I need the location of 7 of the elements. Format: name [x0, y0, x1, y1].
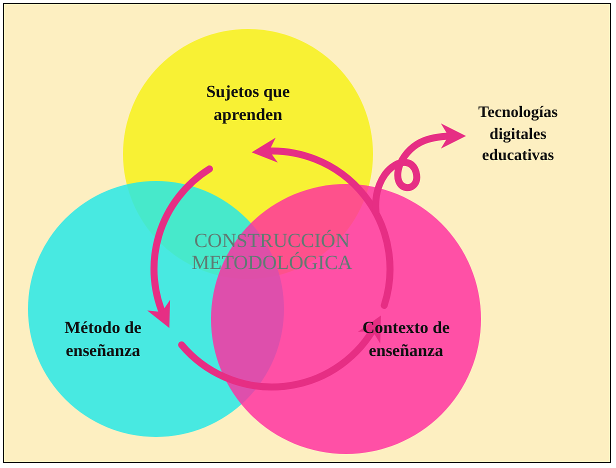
circle-label: Sujetos que aprenden — [205, 81, 291, 126]
circle-label: Método de enseñanza — [64, 317, 142, 362]
circle-label: Contexto de enseñanza — [361, 317, 451, 362]
side-label: Tecnologías digitales educativas — [456, 102, 580, 167]
curved-arrow — [148, 165, 213, 328]
curved-arrow — [178, 316, 382, 390]
curved-arrow — [252, 138, 394, 309]
